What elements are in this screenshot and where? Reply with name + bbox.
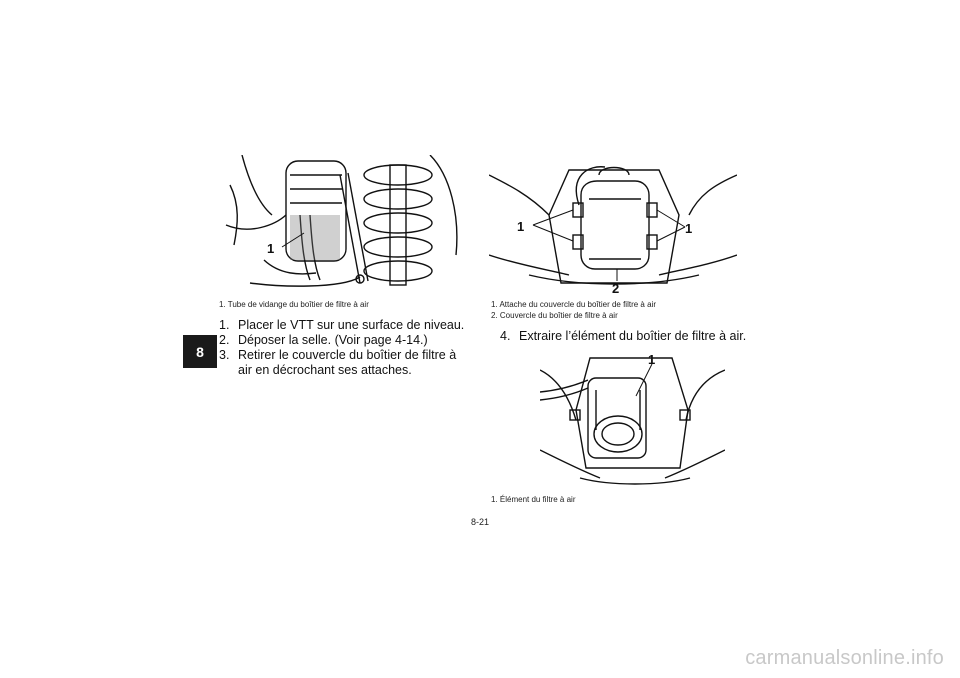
callout-1: 1 — [648, 352, 655, 367]
fig2-captions: 1. Attache du couvercle du boîtier de fi… — [491, 299, 751, 321]
fig1-captions: 1. Tube de vidange du boîtier de filtre … — [219, 299, 479, 310]
fig3-captions: 1. Élément du filtre à air — [491, 494, 751, 505]
step-4: 4.Extraire l’élément du boîtier de filtr… — [500, 329, 747, 343]
watermark-text: carmanualsonline.info — [745, 647, 944, 669]
callout-1: 1 — [267, 241, 274, 256]
caption-cover-clip: 1. Attache du couvercle du boîtier de fi… — [491, 300, 656, 309]
step-2: 2.Déposer la selle. (Voir page 4-14.) — [219, 333, 428, 347]
steps-right: 4.Extraire l’élément du boîtier de filtr… — [500, 329, 750, 344]
figure-filter-element: 1 — [540, 350, 725, 488]
drain-tube-illustration: 1 — [225, 155, 458, 287]
figure-airbox-cover: 1 1 2 — [489, 155, 737, 295]
airbox-cover-illustration: 1 1 2 — [489, 166, 737, 295]
chapter-tab: 8 — [183, 335, 217, 368]
steps-left: 1.Placer le VTT sur une surface de nivea… — [219, 318, 473, 378]
step-1: 1.Placer le VTT sur une surface de nivea… — [219, 318, 465, 332]
caption-drain-tube: 1. Tube de vidange du boîtier de filtre … — [219, 300, 369, 309]
page-number: 8-21 — [470, 517, 489, 527]
caption-filter-element: 1. Élément du filtre à air — [491, 495, 576, 504]
callout-1-left: 1 — [517, 219, 524, 234]
step-3: 3.Retirer le couvercle du boîtier de fil… — [219, 348, 457, 377]
caption-cover: 2. Couvercle du boîtier de filtre à air — [491, 311, 618, 320]
callout-1-right: 1 — [685, 221, 692, 236]
filter-element-illustration: 1 — [540, 352, 725, 485]
callout-2: 2 — [612, 281, 619, 295]
figure-drain-tube: 1 — [220, 155, 468, 295]
